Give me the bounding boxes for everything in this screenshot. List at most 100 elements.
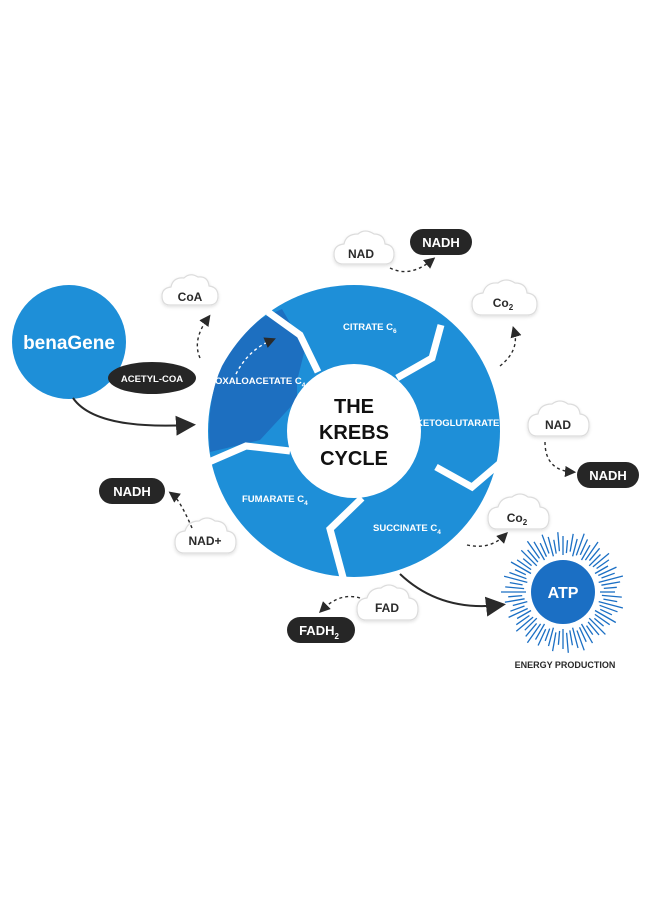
arrow-succinate-to-atp [399, 573, 506, 617]
atp-ray [508, 594, 523, 598]
segment-succinate-label: SUCCINATE C4 [373, 523, 441, 536]
atp-ray [598, 575, 624, 584]
pill-nadh-right [577, 462, 639, 488]
atp-ray [598, 566, 617, 577]
pill-fadh2-label: FADH2 [299, 623, 339, 641]
arrow-nad-nadh-right [544, 441, 577, 478]
atp-ray [510, 605, 525, 612]
atp-rays [501, 532, 624, 653]
center-title-line1: THE [334, 396, 374, 418]
atp-ray [526, 623, 542, 644]
atp-ray [592, 552, 610, 568]
cloud-co2-top-label: Co2 [493, 296, 514, 312]
atp-ray [503, 575, 528, 584]
atp-ray [580, 623, 594, 644]
pill-nadh-top-label: NADH [422, 235, 460, 250]
atp-ray [588, 554, 601, 567]
segment-oxaloacetate-shape [209, 309, 305, 452]
atp-ray [547, 536, 555, 557]
atp-ray [539, 542, 548, 557]
atp-ray [588, 547, 601, 562]
atp-ray [557, 532, 561, 552]
atp-ray [510, 561, 532, 575]
atp-circle [531, 560, 595, 624]
atp-ray [593, 617, 605, 627]
atp-ray [541, 534, 550, 554]
pill-nadh-top [410, 229, 472, 255]
pill-nadh-left-label: NADH [113, 484, 151, 499]
atp-ray [509, 581, 523, 586]
cloud-nad-plus-label: NAD+ [188, 534, 221, 548]
pills [99, 229, 639, 643]
cloud-co2-top [471, 279, 538, 316]
atp-ray [557, 630, 561, 645]
atp-ray [588, 617, 606, 635]
atp-ray [571, 627, 579, 649]
atp-ray [587, 621, 600, 636]
arrow-fad-fadh2 [319, 595, 361, 613]
atp-ray [553, 539, 557, 554]
atp-ray [527, 549, 539, 563]
atp-ray [515, 616, 534, 632]
atp-ray [569, 630, 574, 646]
center-title-line3: CYCLE [320, 448, 388, 470]
atp-ray [576, 630, 585, 651]
acetyl-coa-pill: ACETYL-COA [108, 362, 196, 394]
atp-ray [524, 617, 538, 631]
benagene-logo: benaGene [12, 285, 126, 399]
pill-nadh-left [99, 478, 165, 504]
cloud-co2-bottom-label: Co2 [507, 511, 528, 527]
cloud-coa [161, 274, 219, 306]
atp-ray [601, 594, 622, 598]
atp-ray [585, 625, 594, 635]
atp-ray [579, 539, 589, 556]
center-title-line2: KREBS [319, 422, 389, 444]
pill-nadh-right-label: NADH [589, 468, 627, 483]
arrow-co2-bottom [466, 532, 508, 547]
atp-ray [571, 538, 578, 557]
atp-ray [575, 533, 585, 556]
segment-oxaloacetate-label: OXALOACETATE C4 [215, 376, 306, 389]
atp-ray [537, 628, 547, 646]
atp-ray [508, 607, 528, 618]
atp-ray [512, 600, 528, 607]
arrow-nadplus-nadh [168, 491, 193, 529]
cloud-co2-bottom [487, 493, 550, 530]
atp-ray [515, 614, 530, 626]
atp-ray [522, 558, 533, 567]
atp-ray [598, 600, 624, 609]
cloud-nad-top-label: NAD [348, 247, 374, 261]
atp-ray [594, 609, 617, 624]
krebs-ring [207, 285, 502, 582]
atp-ray [569, 533, 574, 552]
dashed-arrows [168, 257, 577, 613]
cloud-fad [356, 584, 419, 621]
atp-ray [551, 632, 557, 652]
segment-ketoglutarate-label: KETOGLUTARATE C5 [416, 418, 513, 431]
atp-label: ATP [548, 585, 579, 602]
atp-ray [599, 608, 613, 616]
cloud-nad-top [333, 230, 395, 265]
benagene-text: benaGene [23, 333, 115, 354]
atp-caption: ENERGY PRODUCTION [515, 660, 616, 670]
pill-fadh2 [287, 617, 355, 643]
cloud-nad-right-label: NAD [545, 418, 571, 432]
arrow-benagene-to-ring [72, 397, 196, 436]
atp-ray [584, 541, 599, 561]
atp-ray [525, 622, 538, 637]
atp-ray [520, 549, 538, 567]
arrow-co2-top [499, 325, 522, 367]
segment-dividers [207, 309, 502, 582]
segment-citrate-label: CITRATE C6 [343, 322, 397, 335]
arrow-nad-nadh-top [389, 257, 436, 273]
atp-ray [547, 627, 555, 647]
atp-ray [596, 559, 610, 570]
arrow-oxaloacetate-up [235, 337, 276, 375]
atp-ray [580, 544, 591, 561]
cloud-fad-label: FAD [375, 601, 399, 615]
atp-ray [599, 604, 618, 613]
atp-burst: ATP ENERGY PRODUCTION [501, 532, 624, 670]
arrow-coa [196, 314, 211, 359]
atp-ray [601, 572, 615, 579]
center-title: THE KREBS CYCLE [319, 396, 389, 470]
